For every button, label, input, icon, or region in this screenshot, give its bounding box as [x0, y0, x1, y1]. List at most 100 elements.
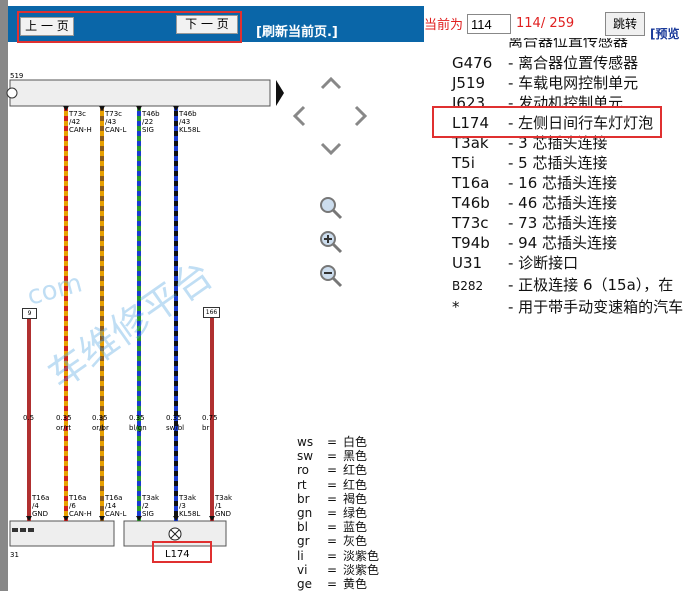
wire-color-label: or/br [92, 424, 109, 432]
legend-item: T94b- 94 芯插头连接 [452, 232, 617, 253]
component-label-l174: L174 [165, 549, 190, 560]
zoom-in-icon[interactable] [318, 229, 344, 255]
page-number-input[interactable] [467, 14, 511, 34]
legend-item: J519- 车载电网控制单元 [452, 72, 638, 93]
legend-desc: - 诊断接口 [508, 254, 579, 272]
ground-ref-label: 31 [10, 551, 19, 559]
color-code: rt [297, 477, 307, 492]
legend-code: T73c [452, 214, 489, 232]
color-code: li [297, 548, 304, 563]
wire-gauge-label: 0.35 [166, 414, 182, 422]
pan-right-icon[interactable] [354, 105, 368, 127]
color-key-item: rt=红色 [297, 476, 367, 493]
legend-desc: - 离合器位置传感器 [508, 54, 639, 72]
next-page-button[interactable]: 下 一 页 [176, 15, 238, 34]
wire-terminal [173, 516, 179, 521]
module-ref-label: 519 [10, 72, 24, 80]
wire-gauge-label: 0.35 [129, 414, 145, 422]
color-key-item: sw=黑色 [297, 447, 367, 464]
legend-code: U31 [452, 254, 483, 272]
nav-buttons-highlight [17, 11, 242, 43]
legend-desc: - 用于带手动变速箱的汽车 [508, 298, 683, 316]
legend-code: T94b [452, 234, 490, 252]
wire-terminal [209, 516, 215, 521]
color-name: 淡紫色 [343, 562, 380, 577]
color-key-item: ro=红色 [297, 461, 367, 478]
wire-color-label: br [202, 424, 210, 432]
color-equals: = [327, 435, 338, 449]
preview-link[interactable]: [预览 [650, 27, 680, 41]
color-code: ws [297, 435, 314, 449]
wire-terminal [26, 516, 32, 521]
legend-item: T16a - 16 芯插头连接 [452, 172, 617, 193]
window-edge [0, 0, 8, 591]
color-code: sw [297, 449, 314, 464]
go-button[interactable]: 跳转 [605, 12, 645, 36]
color-equals: = [327, 463, 338, 478]
color-equals: = [327, 506, 338, 520]
wire-bottom-label: T16a /4 GND [32, 494, 50, 518]
wire-top-label: T46b /22 SIG [142, 110, 160, 134]
color-equals: = [327, 562, 338, 577]
color-equals: = [327, 449, 338, 464]
wire-gauge-label: 0.35 [92, 414, 108, 422]
zoom-fit-icon[interactable] [318, 195, 344, 221]
wire-top-label: T73c /43 CAN-L [105, 110, 127, 134]
prev-page-button[interactable]: 上 一 页 [20, 17, 74, 36]
legend-item: T73c- 73 芯插头连接 [452, 212, 617, 233]
total-pages: 114/ 259 [516, 16, 575, 31]
wire-color-label: sw/bl [166, 424, 185, 432]
legend-item: T46b- 46 芯插头连接 [452, 192, 617, 213]
legend-header-text: 离合器位置传感器 [508, 32, 629, 50]
legend-code: G476 [452, 54, 493, 72]
wire-terminal [173, 106, 179, 111]
wire-terminal [136, 106, 142, 111]
legend-desc: - 发动机控制单元 [508, 94, 624, 112]
legend-item: G476 - 离合器位置传感器 [452, 52, 638, 73]
color-code: gn [297, 506, 313, 520]
l174-highlight [432, 106, 662, 138]
wire-color-label: or/rt [56, 424, 72, 432]
color-name: 红色 [343, 477, 368, 492]
color-code: ge [297, 577, 312, 591]
wire-gauge-label: 0.75 [202, 414, 218, 422]
wire-terminal [136, 516, 142, 521]
legend-item: J623- 发动机控制单元 [452, 92, 624, 112]
legend-desc: - 左侧日间行车灯灯泡 [508, 114, 654, 132]
legend-item: B282- 正极连接 6（15a），在 [452, 274, 673, 295]
legend-desc: - 16 芯插头连接 [508, 174, 618, 192]
legend-item: *- 用于带手动变速箱的汽车 [452, 296, 683, 317]
current-page-label: 当前为 [424, 18, 464, 33]
wire-top-label: T73c /42 CAN-H [69, 110, 92, 134]
wire-top-label: T46b /43 KL58L [179, 110, 201, 134]
component-highlight [152, 541, 212, 563]
color-name: 黄色 [343, 577, 368, 591]
legend-item: L174 - 左侧日间行车灯灯泡 [452, 112, 653, 133]
color-name: 蓝色 [343, 520, 368, 535]
color-key-item: gn = 绿色 [297, 504, 367, 521]
refresh-link[interactable]: [刷新当前页.] [256, 25, 338, 40]
wire-gauge-label: 0.5 [23, 414, 35, 422]
pan-up-icon[interactable] [320, 76, 342, 90]
color-name: 白色 [343, 435, 368, 449]
watermark-com: com [24, 268, 85, 311]
wire-terminal [63, 516, 69, 521]
color-name: 褐色 [343, 491, 368, 506]
wire-terminal [63, 106, 69, 111]
legend-desc: - 46 芯插头连接 [508, 194, 618, 212]
wire-color-label: bl/gn [129, 424, 147, 432]
pan-left-icon[interactable] [292, 105, 306, 127]
legend-code: T16a [452, 174, 490, 192]
wire-bottom-label: T3ak /2 SIG [142, 494, 160, 518]
legend-code: L174 [452, 114, 489, 132]
color-key-item: ge=黄色 [297, 575, 367, 592]
color-key-item: ws = 白色 [297, 433, 367, 450]
zoom-out-icon[interactable] [318, 263, 344, 289]
wire-bottom-label: T3ak /1 GND [215, 494, 233, 518]
color-code: br [297, 491, 310, 506]
legend-header-partial: 离合器位置传感器 [452, 32, 629, 51]
pan-down-icon[interactable] [320, 142, 342, 156]
color-name: 绿色 [343, 506, 368, 520]
legend-code: T3ak [452, 134, 489, 152]
color-name: 红色 [343, 463, 368, 478]
